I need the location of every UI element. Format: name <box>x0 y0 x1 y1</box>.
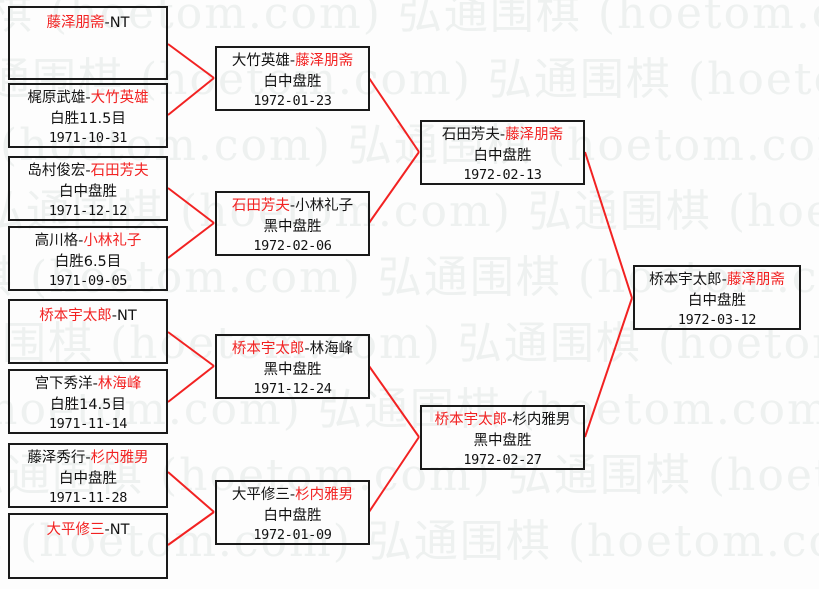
player-separator: - <box>289 198 296 214</box>
match-result: 白胜14.5目 <box>50 396 126 413</box>
player-left: 藤泽秀行 <box>27 450 86 466</box>
match-players: 大平修三-杉内雅男 <box>217 485 368 506</box>
match-players: 藤泽朋斋-NT <box>10 11 166 34</box>
player-right: 藤泽朋斋 <box>726 272 785 288</box>
player-left: 岛村俊宏 <box>27 163 86 179</box>
player-left: 藤泽朋斋 <box>46 15 105 31</box>
match-node[interactable]: 桥本宇太郎-NT <box>8 299 168 364</box>
player-left: 桥本宇太郎 <box>434 412 508 428</box>
match-players: 石田芳夫-小林礼子 <box>217 196 368 217</box>
match-players: 宫下秀洋-林海峰 <box>10 374 166 395</box>
match-date: 1972-02-06 <box>253 238 332 255</box>
player-right: 藤泽朋斋 <box>295 53 354 69</box>
match-players: 岛村俊宏-石田芳夫 <box>10 161 166 182</box>
match-result: 白胜11.5目 <box>50 110 126 127</box>
match-node[interactable]: 石田芳夫-藤泽朋斋 白中盘胜 1972-02-13 <box>420 120 585 185</box>
match-players: 梶原武雄-大竹英雄 <box>10 88 166 109</box>
match-node[interactable]: 宫下秀洋-林海峰 白胜14.5目 1971-11-14 <box>8 369 168 434</box>
match-date: 1971-12-24 <box>253 381 332 398</box>
player-separator: - <box>104 15 110 31</box>
match-result: 白中盘胜 <box>473 147 532 164</box>
player-right: 杉内雅男 <box>295 487 354 503</box>
match-players: 大平修三-NT <box>10 518 166 541</box>
player-right: NT <box>109 522 130 538</box>
player-separator: - <box>111 308 117 324</box>
match-node[interactable]: 石田芳夫-小林礼子 黑中盘胜 1972-02-06 <box>215 191 370 256</box>
player-left: 大平修三 <box>231 487 290 503</box>
player-left: 大竹英雄 <box>231 53 290 69</box>
player-separator: - <box>289 487 296 503</box>
match-result: 白中盘胜 <box>59 470 117 487</box>
match-players: 桥本宇太郎-杉内雅男 <box>422 410 583 431</box>
match-players: 藤泽秀行-杉内雅男 <box>10 448 166 469</box>
player-separator: - <box>85 90 91 106</box>
player-separator: - <box>104 522 110 538</box>
player-left: 宫下秀洋 <box>34 376 93 392</box>
player-right: NT <box>109 15 130 31</box>
match-date: 1972-03-12 <box>677 312 757 329</box>
match-players: 桥本宇太郎-藤泽朋斋 <box>635 270 799 291</box>
match-node[interactable]: 桥本宇太郎-杉内雅男 黑中盘胜 1972-02-27 <box>420 405 585 470</box>
match-node[interactable]: 大竹英雄-藤泽朋斋 白中盘胜 1972-01-23 <box>215 46 370 111</box>
player-right: 小林礼子 <box>83 233 142 249</box>
player-separator: - <box>92 376 98 392</box>
match-players: 高川格-小林礼子 <box>10 231 166 252</box>
player-right: 藤泽朋斋 <box>505 127 564 143</box>
match-node[interactable]: 梶原武雄-大竹英雄 白胜11.5目 1971-10-31 <box>8 83 168 148</box>
player-right: 杉内雅男 <box>512 412 571 428</box>
player-left: 桥本宇太郎 <box>649 272 722 288</box>
match-result: 黑中盘胜 <box>263 218 322 235</box>
match-result: 白中盘胜 <box>688 292 746 309</box>
player-right: 杉内雅男 <box>90 450 149 466</box>
match-date: 1972-02-13 <box>463 167 542 184</box>
player-separator: - <box>507 412 513 428</box>
match-date: 1972-01-09 <box>253 527 332 544</box>
player-left: 大平修三 <box>46 522 105 538</box>
player-separator: - <box>85 450 91 466</box>
player-left: 桥本宇太郎 <box>39 308 112 324</box>
match-node[interactable]: 桥本宇太郎-藤泽朋斋 白中盘胜 1972-03-12 <box>633 265 801 330</box>
match-node[interactable]: 藤泽秀行-杉内雅男 白中盘胜 1971-11-28 <box>8 443 168 508</box>
match-date: 1972-02-27 <box>463 452 542 469</box>
player-separator: - <box>78 233 84 249</box>
player-right: NT <box>117 308 137 324</box>
match-players: 大竹英雄-藤泽朋斋 <box>217 51 368 72</box>
match-date: 1971-09-05 <box>48 273 128 290</box>
player-separator: - <box>304 341 310 357</box>
player-right: 小林礼子 <box>295 198 354 214</box>
match-date: 1971-11-14 <box>48 416 128 433</box>
player-separator: - <box>721 272 727 288</box>
match-node[interactable]: 藤泽朋斋-NT <box>8 6 168 80</box>
match-node[interactable]: 岛村俊宏-石田芳夫 白中盘胜 1971-12-12 <box>8 156 168 221</box>
match-date: 1971-11-28 <box>48 490 128 507</box>
match-result: 白中盘胜 <box>263 73 322 90</box>
match-result: 黑中盘胜 <box>473 432 532 449</box>
player-left: 桥本宇太郎 <box>231 341 305 357</box>
match-players: 桥本宇太郎-NT <box>10 304 166 327</box>
match-players: 石田芳夫-藤泽朋斋 <box>422 125 583 146</box>
player-right: 大竹英雄 <box>90 90 149 106</box>
player-left: 梶原武雄 <box>27 90 86 106</box>
match-node[interactable]: 高川格-小林礼子 白胜6.5目 1971-09-05 <box>8 226 168 291</box>
player-right: 林海峰 <box>97 376 142 392</box>
player-separator: - <box>289 53 296 69</box>
player-right: 石田芳夫 <box>90 163 149 179</box>
match-node[interactable]: 桥本宇太郎-林海峰 黑中盘胜 1971-12-24 <box>215 334 370 399</box>
player-separator: - <box>85 163 91 179</box>
match-result: 黑中盘胜 <box>263 361 322 378</box>
match-result: 白胜6.5目 <box>54 253 122 270</box>
player-separator: - <box>499 127 506 143</box>
player-left: 石田芳夫 <box>231 198 290 214</box>
match-date: 1972-01-23 <box>253 93 332 110</box>
player-left: 石田芳夫 <box>441 127 500 143</box>
match-date: 1971-12-12 <box>48 203 128 220</box>
match-node[interactable]: 大平修三-杉内雅男 白中盘胜 1972-01-09 <box>215 480 370 545</box>
match-date: 1971-10-31 <box>48 130 128 147</box>
match-players: 桥本宇太郎-林海峰 <box>217 339 368 360</box>
match-node[interactable]: 大平修三-NT <box>8 513 168 579</box>
match-result: 白中盘胜 <box>263 507 322 524</box>
player-left: 高川格 <box>34 233 79 249</box>
match-result: 白中盘胜 <box>59 183 117 200</box>
player-right: 林海峰 <box>309 341 354 357</box>
